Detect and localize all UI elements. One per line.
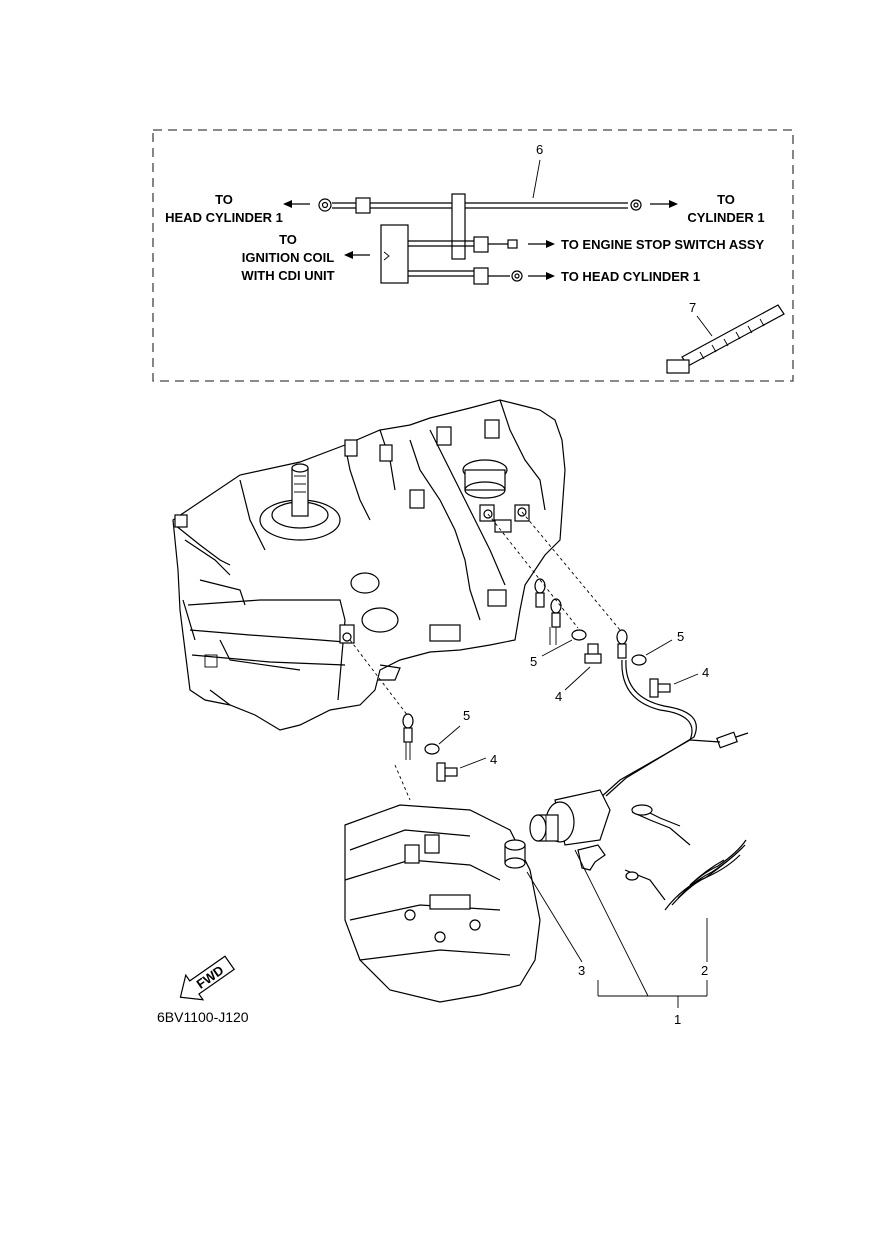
arrow-left-head-cylinder bbox=[283, 200, 310, 208]
left-to-label: TO bbox=[215, 192, 233, 207]
right-to-label: TO bbox=[717, 192, 735, 207]
part-6-label: 6 bbox=[536, 142, 543, 157]
lanyard-clip bbox=[577, 844, 606, 871]
coil-ignition-label: IGNITION COIL bbox=[242, 250, 335, 265]
part-7-leader bbox=[696, 315, 713, 337]
bolt-4-lower bbox=[436, 762, 458, 782]
left-head-cylinder-label: HEAD CYLINDER 1 bbox=[165, 210, 283, 225]
engine-block bbox=[172, 399, 566, 731]
right-cylinder-label: CYLINDER 1 bbox=[687, 210, 764, 225]
arrow-left-ignition-coil bbox=[344, 251, 370, 259]
part-6-leader bbox=[532, 159, 541, 199]
lower-casing bbox=[344, 804, 541, 1003]
washer-5-lower bbox=[424, 743, 440, 755]
part-5-lower-label: 5 bbox=[463, 708, 470, 723]
cable-tie-icon bbox=[666, 304, 785, 374]
part-7-label: 7 bbox=[689, 300, 696, 315]
arrow-right-head-cylinder bbox=[528, 272, 555, 280]
part-5-right-label: 5 bbox=[677, 629, 684, 644]
coil-to-label: TO bbox=[279, 232, 297, 247]
stop-switch-body bbox=[529, 789, 611, 846]
washer-5-middle bbox=[571, 629, 587, 641]
bolt-4-middle bbox=[584, 643, 602, 664]
part-5-middle-label: 5 bbox=[530, 654, 537, 669]
engine-stop-label: TO ENGINE STOP SWITCH ASSY bbox=[561, 237, 765, 252]
wiring-harness-box bbox=[152, 129, 794, 382]
figure-code: 6BV1100-J120 bbox=[157, 1009, 249, 1025]
cap-part-3 bbox=[504, 839, 526, 869]
washer-5-right bbox=[631, 654, 647, 666]
part-1-label: 1 bbox=[674, 1012, 681, 1027]
part-3-label: 3 bbox=[578, 963, 585, 978]
coil-cdi-label: WITH CDI UNIT bbox=[241, 268, 334, 283]
part-2-label: 2 bbox=[701, 963, 708, 978]
fwd-arrow-icon: FWD bbox=[179, 955, 235, 1001]
part-4-lower-label: 4 bbox=[490, 752, 497, 767]
part-4-middle-label: 4 bbox=[555, 689, 562, 704]
stop-switch-cable bbox=[599, 659, 749, 799]
wire-harness bbox=[318, 193, 642, 285]
bolt-4-right bbox=[649, 678, 671, 698]
lanyard-coil bbox=[624, 804, 747, 911]
head-cylinder-label: TO HEAD CYLINDER 1 bbox=[561, 269, 700, 284]
part-4-right-label: 4 bbox=[702, 665, 709, 680]
arrow-right-cylinder bbox=[650, 200, 678, 208]
part-1-bracket bbox=[574, 849, 708, 1008]
ring-terminals bbox=[402, 578, 628, 760]
assembly-dash-lines bbox=[349, 511, 621, 801]
arrow-right-engine-stop bbox=[528, 240, 555, 248]
